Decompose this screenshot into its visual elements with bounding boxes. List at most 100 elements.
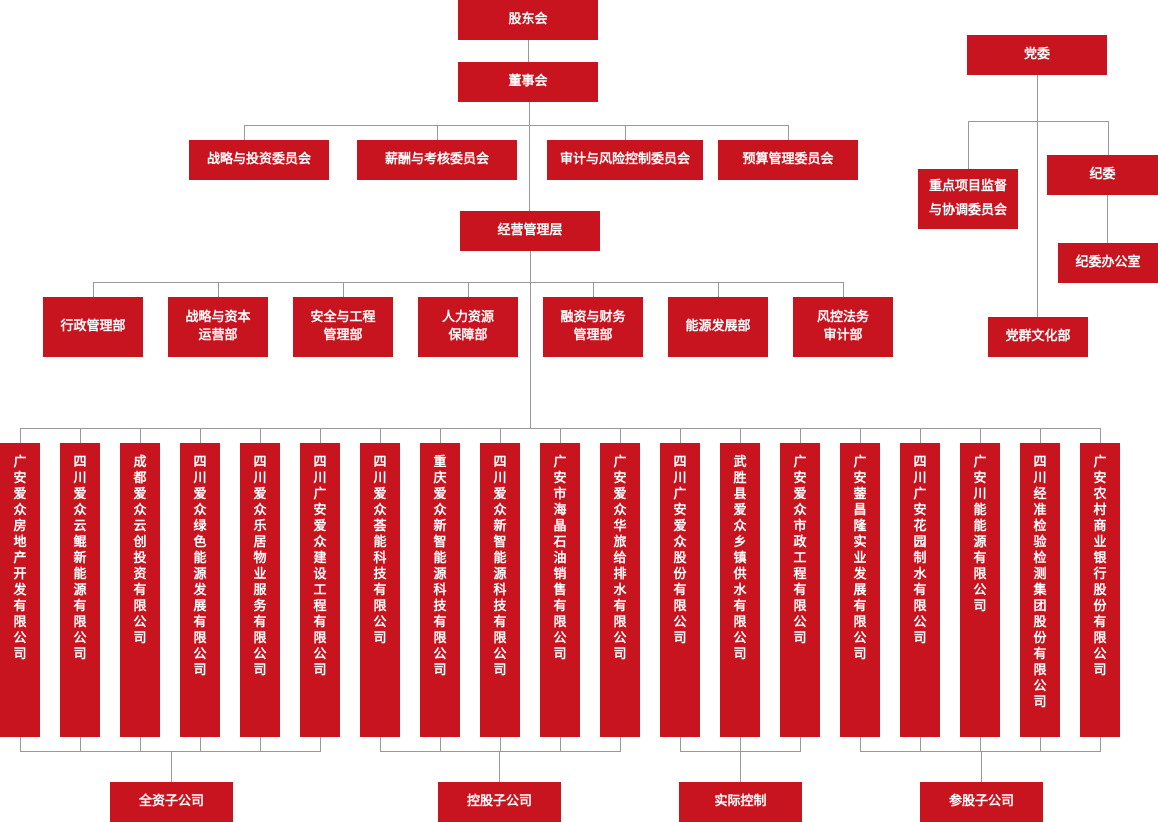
company-name: 广安川能能源有限公司 — [973, 455, 987, 614]
connector — [200, 737, 201, 751]
company-box: 成都爱众云创投资有限公司 — [120, 443, 160, 737]
connector — [920, 428, 921, 443]
connector — [843, 282, 844, 297]
company-name: 四川爱众乐居物业服务有限公司 — [253, 455, 267, 678]
connector — [20, 737, 21, 751]
committee-box: 战略与投资委员会 — [189, 140, 329, 180]
company-box: 四川经准检验检测集团股份有限公司 — [1020, 443, 1060, 737]
project-supervision-box: 重点项目监督 与协调委员会 — [918, 169, 1018, 229]
company-box: 广安爱众房地产开发有限公司 — [0, 443, 40, 737]
connector — [740, 751, 741, 782]
connector — [800, 428, 801, 443]
group-label-box: 全资子公司 — [110, 782, 233, 822]
company-box: 四川爱众荟能科技有限公司 — [360, 443, 400, 737]
connector — [1108, 121, 1109, 155]
connector — [140, 428, 141, 443]
connector — [80, 737, 81, 751]
department-box: 人力资源 保障部 — [418, 297, 518, 357]
company-box: 广安农村商业银行股份有限公司 — [1080, 443, 1120, 737]
connector — [20, 428, 21, 443]
discipline-office-box: 纪委办公室 — [1058, 243, 1158, 283]
connector — [718, 282, 719, 297]
connector — [968, 121, 1109, 122]
company-name: 四川广安爱众股份有限公司 — [673, 455, 687, 646]
connector — [530, 251, 531, 428]
committee-box: 薪酬与考核委员会 — [357, 140, 517, 180]
group-label-box: 控股子公司 — [438, 782, 561, 822]
company-box: 广安川能能源有限公司 — [960, 443, 1000, 737]
connector — [980, 428, 981, 443]
connector — [468, 282, 469, 297]
connector — [499, 751, 500, 782]
company-name: 广安爱众华旅给排水有限公司 — [613, 455, 627, 662]
connector — [800, 737, 801, 751]
company-box: 四川爱众绿色能源发展有限公司 — [180, 443, 220, 737]
company-name: 四川爱众云鲲新能源有限公司 — [73, 455, 87, 662]
company-name: 广安农村商业银行股份有限公司 — [1093, 455, 1107, 678]
company-box: 广安市海晶石油销售有限公司 — [540, 443, 580, 737]
connector — [980, 737, 981, 751]
department-box: 风控法务 审计部 — [793, 297, 893, 357]
connector — [620, 428, 621, 443]
group-label-box: 参股子公司 — [920, 782, 1043, 822]
company-name: 广安爱众市政工程有限公司 — [793, 455, 807, 646]
department-box: 融资与财务 管理部 — [543, 297, 643, 357]
board-box: 董事会 — [458, 62, 598, 102]
company-box: 四川广安花园制水有限公司 — [900, 443, 940, 737]
group-label-box: 实际控制 — [679, 782, 802, 822]
connector — [625, 125, 626, 140]
connector — [320, 737, 321, 751]
connector — [920, 737, 921, 751]
company-name: 重庆爱众新智能源科技有限公司 — [433, 455, 447, 678]
company-box: 广安蓥昌隆实业发展有限公司 — [840, 443, 880, 737]
connector — [788, 125, 789, 140]
connector — [200, 428, 201, 443]
connector — [440, 737, 441, 751]
connector — [860, 737, 861, 751]
connector — [440, 428, 441, 443]
company-name: 四川广安爱众建设工程有限公司 — [313, 455, 327, 678]
company-name: 四川爱众新智能源科技有限公司 — [493, 455, 507, 678]
company-box: 四川爱众乐居物业服务有限公司 — [240, 443, 280, 737]
discipline-box: 纪委 — [1047, 155, 1158, 195]
connector — [1107, 195, 1108, 243]
company-name: 广安蓥昌隆实业发展有限公司 — [853, 455, 867, 662]
connector — [620, 737, 621, 751]
department-box: 行政管理部 — [43, 297, 143, 357]
connector — [80, 428, 81, 443]
connector — [560, 737, 561, 751]
connector — [860, 428, 861, 443]
connector — [593, 282, 594, 297]
connector — [380, 428, 381, 443]
company-name: 成都爱众云创投资有限公司 — [133, 455, 147, 646]
management-box: 经营管理层 — [460, 211, 600, 251]
company-name: 武胜县爱众乡镇供水有限公司 — [733, 455, 747, 662]
connector — [218, 282, 219, 297]
connector — [93, 282, 94, 297]
department-box: 能源发展部 — [668, 297, 768, 357]
company-box: 四川广安爱众建设工程有限公司 — [300, 443, 340, 737]
company-name: 四川爱众绿色能源发展有限公司 — [193, 455, 207, 678]
connector — [500, 428, 501, 443]
connector — [500, 737, 501, 751]
connector — [740, 428, 741, 443]
connector — [1040, 428, 1041, 443]
connector — [1037, 75, 1038, 317]
connector — [20, 751, 321, 752]
connector — [740, 737, 741, 751]
connector — [320, 428, 321, 443]
company-name: 广安爱众房地产开发有限公司 — [13, 455, 27, 662]
connector — [680, 737, 681, 751]
company-name: 广安市海晶石油销售有限公司 — [553, 455, 567, 662]
company-box: 重庆爱众新智能源科技有限公司 — [420, 443, 460, 737]
connector — [244, 125, 789, 126]
connector — [260, 428, 261, 443]
company-box: 广安爱众市政工程有限公司 — [780, 443, 820, 737]
company-box: 广安爱众华旅给排水有限公司 — [600, 443, 640, 737]
company-box: 武胜县爱众乡镇供水有限公司 — [720, 443, 760, 737]
connector — [171, 751, 172, 782]
connector — [528, 40, 529, 62]
connector — [1100, 428, 1101, 443]
shareholders-box: 股东会 — [458, 0, 598, 40]
connector — [343, 282, 344, 297]
